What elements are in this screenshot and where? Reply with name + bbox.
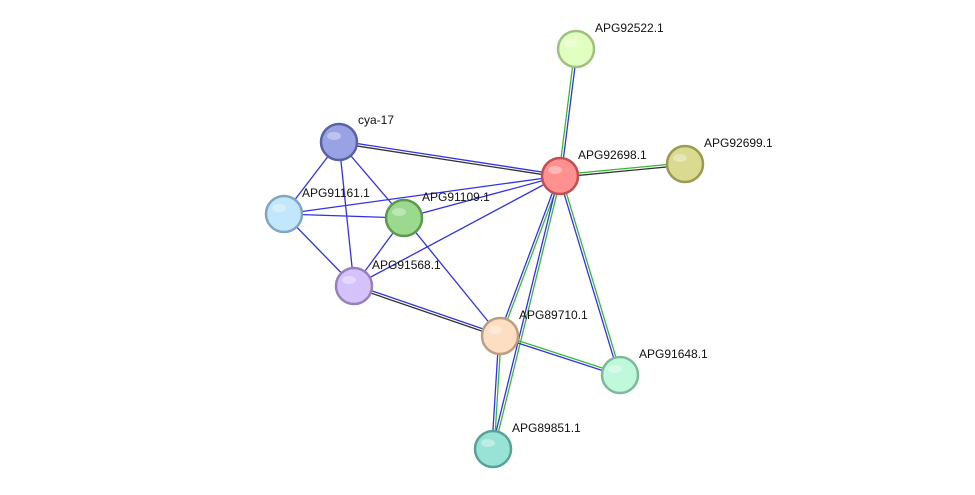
node-circle[interactable] [319, 122, 359, 162]
node-highlight [608, 365, 622, 373]
edge-line [498, 175, 560, 336]
node-apg91648-1[interactable]: APG91648.1 [600, 347, 708, 395]
node-label: APG92698.1 [578, 148, 647, 162]
node-apg89710-1[interactable]: APG89710.1 [480, 308, 588, 356]
node-label: APG89851.1 [512, 421, 581, 435]
edge-line [499, 336, 620, 377]
node-apg92698-1[interactable]: APG92698.1 [540, 148, 647, 196]
node-cya-17[interactable]: cya-17 [319, 113, 394, 162]
node-highlight [327, 132, 341, 140]
node-highlight [548, 166, 562, 174]
edge-line [500, 176, 562, 337]
node-label: APG92522.1 [595, 21, 664, 35]
edge-line [560, 175, 622, 375]
edge-line [353, 175, 561, 287]
edge-line [559, 162, 685, 176]
edge-line [338, 141, 355, 287]
node-highlight [673, 154, 687, 162]
edge-line [558, 48, 576, 176]
node-label: APG91648.1 [639, 347, 708, 361]
edge-line [403, 217, 501, 337]
node-apg91161-1[interactable]: APG91161.1 [264, 186, 370, 234]
node-circle[interactable] [480, 316, 520, 356]
node-circle[interactable] [540, 156, 580, 196]
node-highlight [272, 204, 286, 212]
node-circle[interactable] [334, 266, 374, 306]
edge-line [283, 213, 405, 219]
node-apg89851-1[interactable]: APG89851.1 [473, 421, 581, 469]
node-circle[interactable] [384, 198, 424, 238]
edge-apg91109-1-apg89710-1 [403, 217, 501, 337]
edge-line [354, 284, 501, 336]
edge-apg92698-1-apg91648-1 [558, 175, 622, 376]
edge-apg91109-1-apg92698-1 [403, 175, 561, 219]
edge-apg91568-1-apg89710-1 [353, 284, 501, 338]
node-circle[interactable] [473, 429, 513, 469]
edge-line [353, 286, 500, 338]
edge-apg92698-1-apg89710-1 [498, 175, 562, 337]
edge-line [558, 176, 620, 376]
edge-line [283, 175, 561, 215]
node-apg91109-1[interactable]: APG91109.1 [384, 190, 490, 238]
edge-apg92698-1-apg92699-1 [559, 162, 686, 178]
edge-line [560, 164, 686, 178]
node-highlight [488, 326, 502, 334]
node-circle[interactable] [600, 355, 640, 395]
edge-apg92698-1-apg89851-1 [491, 175, 562, 450]
edge-apg92698-1-apg92522-1 [558, 48, 578, 177]
edge-cya-17-apg91568-1 [338, 141, 355, 287]
node-label: APG91161.1 [302, 186, 370, 200]
edge-line [560, 49, 578, 177]
node-label: APG89710.1 [519, 308, 588, 322]
node-label: cya-17 [358, 113, 394, 127]
edge-line [338, 142, 560, 178]
node-circle[interactable] [556, 29, 596, 69]
node-highlight [342, 276, 356, 284]
node-apg91568-1[interactable]: APG91568.1 [334, 258, 441, 306]
edge-line [500, 334, 621, 375]
edge-line [491, 175, 560, 449]
edge-line [403, 175, 561, 219]
edge-line [339, 140, 561, 176]
edge-line [493, 176, 562, 450]
node-label: APG92699.1 [704, 136, 773, 150]
node-circle[interactable] [264, 194, 304, 234]
node-label: APG91109.1 [422, 190, 490, 204]
node-apg92522-1[interactable]: APG92522.1 [556, 21, 664, 69]
node-circle[interactable] [665, 144, 705, 184]
edge-apg91161-1-apg92698-1 [283, 175, 561, 215]
edge-apg91161-1-apg91109-1 [283, 213, 405, 219]
node-highlight [564, 39, 578, 47]
edge-cya-17-apg92698-1 [338, 140, 561, 178]
node-highlight [481, 439, 495, 447]
node-label: APG91568.1 [372, 258, 441, 272]
edge-apg91568-1-apg92698-1 [353, 175, 561, 287]
node-highlight [392, 208, 406, 216]
node-apg92699-1[interactable]: APG92699.1 [665, 136, 773, 184]
edge-apg89710-1-apg91648-1 [499, 334, 621, 377]
